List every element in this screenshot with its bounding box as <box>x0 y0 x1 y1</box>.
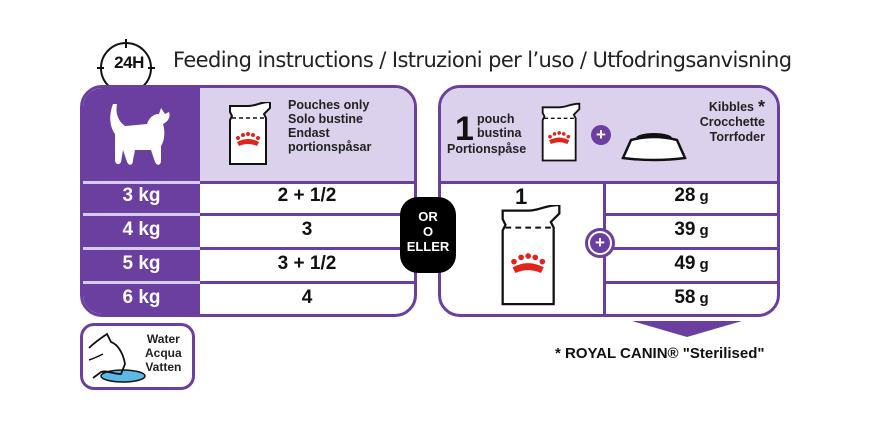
divider <box>603 213 777 216</box>
divider <box>200 247 414 250</box>
divider <box>200 281 414 284</box>
unit: g <box>699 222 709 239</box>
royal-canin-crown-icon <box>511 253 546 273</box>
divider <box>83 281 200 284</box>
water-box: Water Acqua Vatten <box>80 323 195 390</box>
page-title: Feeding instructions / Istruzioni per l’… <box>173 48 792 72</box>
water-label: Water Acqua Vatten <box>145 332 182 374</box>
pouches-only-label: Pouches only Solo bustine Endast portion… <box>288 98 371 154</box>
label-line: Water <box>146 332 180 346</box>
weight-cell: 4 kg <box>122 219 161 240</box>
pouch-label-sv: Portionspåse <box>447 142 527 156</box>
pouch-label: pouch bustina <box>477 112 522 140</box>
or-badge: OR O ELLER <box>400 197 456 273</box>
label-line: Crocchette <box>699 115 765 129</box>
kibble-bowl-icon <box>621 133 687 162</box>
label-text: Kibbles <box>708 100 754 114</box>
divider <box>200 213 414 216</box>
pouches-cell: 2 + 1/2 <box>277 185 337 206</box>
footnote: * ROYAL CANIN® "Sterilised" <box>555 345 765 362</box>
pouches-cell: 4 <box>301 287 313 308</box>
divider <box>83 181 200 184</box>
mixed-feeding-table: 1 pouch bustina Portionspåse + Kibbles* … <box>438 85 780 317</box>
amount: 39 <box>674 219 696 240</box>
weight-cell: 6 kg <box>122 287 161 308</box>
pouch-icon <box>229 102 271 165</box>
divider <box>603 247 777 250</box>
cat-icon <box>110 104 170 165</box>
pouch-amount: 1 <box>515 184 528 209</box>
divider <box>441 181 777 184</box>
divider <box>603 281 777 284</box>
label-line: Acqua <box>145 346 182 360</box>
asterisk: * <box>757 97 765 117</box>
label-line: Vatten <box>145 360 182 374</box>
label-line: Kibbles* <box>700 97 765 117</box>
pouches-only-table: Pouches only Solo bustine Endast portion… <box>80 85 417 317</box>
unit: g <box>699 290 709 307</box>
plus-icon: + <box>591 125 611 145</box>
pouch-icon <box>541 102 581 162</box>
label-line: Torrfoder <box>709 130 765 144</box>
label-line: pouch <box>477 112 515 126</box>
pouch-icon <box>501 205 561 306</box>
or-text: O <box>422 224 434 239</box>
divider <box>83 181 414 184</box>
plus-ring: + <box>585 228 615 258</box>
weight-cell: 5 kg <box>122 253 161 274</box>
plus-icon: + <box>590 233 610 253</box>
arrow-down-icon <box>632 321 742 337</box>
royal-canin-crown-icon <box>548 131 571 144</box>
divider <box>83 213 200 216</box>
royal-canin-crown-icon <box>236 132 260 146</box>
unit: g <box>699 188 709 205</box>
label-line: Endast <box>288 126 330 140</box>
or-text: OR <box>418 209 438 224</box>
amount: 49 <box>674 253 696 274</box>
amount: 58 <box>674 287 696 308</box>
weight-cell: 3 kg <box>122 185 161 206</box>
pouches-cell: 3 <box>301 219 313 240</box>
pouch-count: 1 <box>455 110 474 148</box>
kibbles-label: Kibbles* Crocchette Torrfoder <box>699 97 765 145</box>
cat-drinking-water-icon <box>88 332 146 383</box>
pouches-cell: 3 + 1/2 <box>277 253 337 274</box>
unit: g <box>699 256 709 273</box>
label-line: Pouches only <box>288 98 370 112</box>
divider <box>83 247 200 250</box>
clock-label: 24H <box>114 53 144 72</box>
amount: 28 <box>674 185 696 206</box>
label-line: bustina <box>477 126 522 140</box>
label-line: portionspåsar <box>288 140 372 154</box>
or-text: ELLER <box>406 239 450 254</box>
label-line: Solo bustine <box>288 112 363 126</box>
